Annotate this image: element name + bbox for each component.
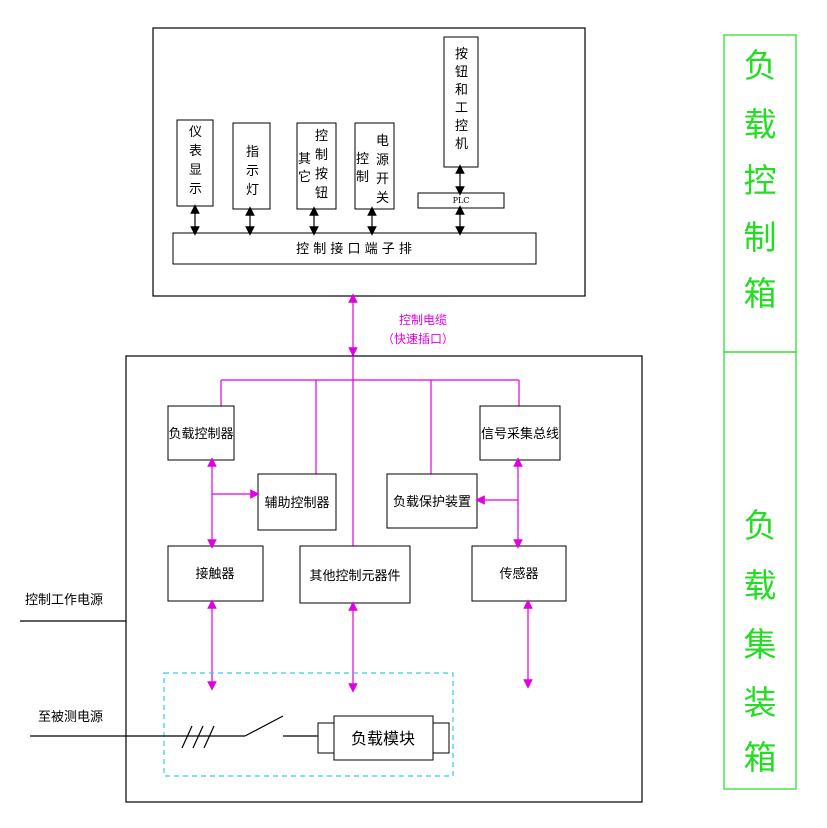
- other-components-box: [299, 545, 411, 604]
- load-module-box: [333, 715, 434, 761]
- other-buttons-label: 其 它 控 制 按 钮: [298, 129, 328, 201]
- terminal-strip-box: [172, 232, 537, 265]
- buttons-ipc-label: 按 钮 和 工 控 机: [455, 47, 468, 152]
- svg-text:控: 控: [356, 152, 369, 167]
- dut-power-line: [30, 715, 318, 749]
- power-switch-box: [354, 122, 395, 210]
- load-box-side-panel: [723, 351, 797, 790]
- terminal-strip-label: 控 制 接 口 端 子 排: [296, 241, 412, 257]
- svg-text:灯: 灯: [246, 183, 259, 198]
- svg-text:按: 按: [455, 47, 468, 62]
- control-box-connectors: [190, 164, 465, 236]
- sensor-box: [471, 545, 567, 602]
- power-switch-label: 控 制 电 源 开 关: [356, 134, 389, 206]
- svg-text:机: 机: [455, 137, 468, 152]
- svg-text:钮: 钮: [315, 186, 328, 201]
- svg-text:装: 装: [744, 683, 777, 722]
- svg-text:按: 按: [315, 167, 328, 182]
- aux-controller-label: 辅助控制器: [264, 496, 329, 511]
- svg-text:电: 电: [376, 134, 389, 149]
- svg-text:载: 载: [744, 105, 777, 144]
- svg-text:其: 其: [298, 152, 311, 167]
- load-box-side-label: 负 载 集 装 箱: [744, 506, 777, 777]
- svg-text:钮: 钮: [455, 65, 468, 80]
- buttons-ipc-box: [443, 36, 479, 168]
- svg-text:开: 开: [376, 172, 389, 187]
- svg-text:表: 表: [189, 144, 202, 159]
- load-module-left-terminal: [317, 722, 335, 754]
- svg-text:控: 控: [744, 161, 777, 200]
- control-box-frame: [152, 27, 586, 297]
- control-power-label: 控制工作电源: [25, 593, 103, 608]
- svg-text:关: 关: [376, 191, 389, 206]
- svg-text:箱: 箱: [744, 274, 777, 313]
- signal-bus-box: [479, 405, 561, 461]
- load-controller-label: 负载控制器: [168, 427, 233, 442]
- load-box-arrows: [207, 457, 533, 693]
- sensor-label: 传感器: [499, 566, 538, 582]
- svg-text:箱: 箱: [744, 738, 777, 777]
- other-buttons-box: [296, 122, 337, 210]
- svg-text:示: 示: [246, 164, 259, 179]
- load-module-label: 负载模块: [351, 729, 415, 748]
- dut-power-label: 至被测电源: [38, 710, 103, 725]
- load-protection-box: [386, 473, 478, 529]
- load-controller-box: [167, 405, 235, 461]
- svg-text:仪: 仪: [189, 125, 202, 140]
- svg-text:制: 制: [744, 218, 777, 257]
- svg-text:工: 工: [455, 101, 468, 116]
- svg-text:它: 它: [298, 169, 311, 185]
- svg-text:负: 负: [744, 46, 777, 85]
- aux-controller-box: [257, 473, 337, 531]
- plc-label: PLC: [453, 196, 470, 205]
- control-cable-label: 控制电缆: [399, 313, 447, 327]
- load-module-region: [163, 672, 454, 777]
- svg-text:控: 控: [315, 129, 328, 144]
- svg-text:集: 集: [744, 625, 777, 664]
- instrument-display-label: 仪 表 显 示: [189, 125, 202, 197]
- signal-bus-label: 信号采集总线: [481, 426, 559, 442]
- signal-bus-lines: [220, 356, 520, 546]
- svg-text:和: 和: [455, 83, 468, 98]
- switch-blade: [244, 715, 284, 737]
- other-components-label: 其他控制元器件: [309, 569, 400, 584]
- svg-text:控: 控: [455, 119, 468, 134]
- load-protection-label: 负载保护装置: [393, 495, 471, 510]
- control-box-side-label: 负 载 控 制 箱: [744, 46, 777, 313]
- load-box-frame: [125, 355, 643, 803]
- svg-text:载: 载: [744, 566, 777, 605]
- svg-text:制: 制: [315, 148, 328, 163]
- load-module-right-terminal: [432, 722, 450, 754]
- contactor-box: [167, 545, 264, 602]
- svg-text:显: 显: [189, 163, 202, 178]
- indicator-light-label: 指 示 灯: [246, 145, 259, 198]
- svg-text:源: 源: [376, 153, 389, 168]
- svg-text:示: 示: [189, 182, 202, 197]
- svg-text:制: 制: [356, 170, 369, 185]
- svg-text:负: 负: [744, 506, 777, 545]
- quick-plug-label: （快速插口）: [382, 332, 454, 346]
- svg-text:指: 指: [246, 145, 259, 160]
- contactor-label: 接触器: [195, 566, 234, 582]
